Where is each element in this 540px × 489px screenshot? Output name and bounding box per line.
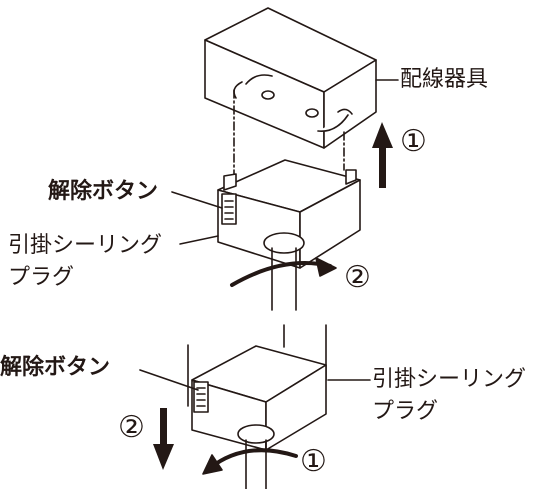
step-number-top-up: ① bbox=[400, 124, 427, 159]
hook-plug-label-bottom-line2: プラグ bbox=[372, 399, 439, 424]
hook-plug-label-bottom-line1: 引掛シーリング bbox=[372, 367, 527, 392]
release-button-label-top: 解除ボタン bbox=[48, 179, 159, 204]
step-number-bottom-down: ② bbox=[118, 410, 145, 445]
wiring-device bbox=[204, 7, 377, 149]
step-number-top-rotate: ② bbox=[344, 260, 371, 295]
hook-plug-label-top-line1: 引掛シーリング bbox=[8, 233, 163, 258]
step-number-bottom-rotate: ① bbox=[300, 444, 327, 479]
hook-plug-label-top-line2: プラグ bbox=[8, 265, 75, 290]
wiring-device-label: 配線器具 bbox=[400, 67, 489, 92]
hook-plug-bottom bbox=[187, 324, 327, 489]
hook-plug-top bbox=[217, 159, 361, 311]
release-button-label-bottom: 解除ボタン bbox=[0, 355, 111, 380]
